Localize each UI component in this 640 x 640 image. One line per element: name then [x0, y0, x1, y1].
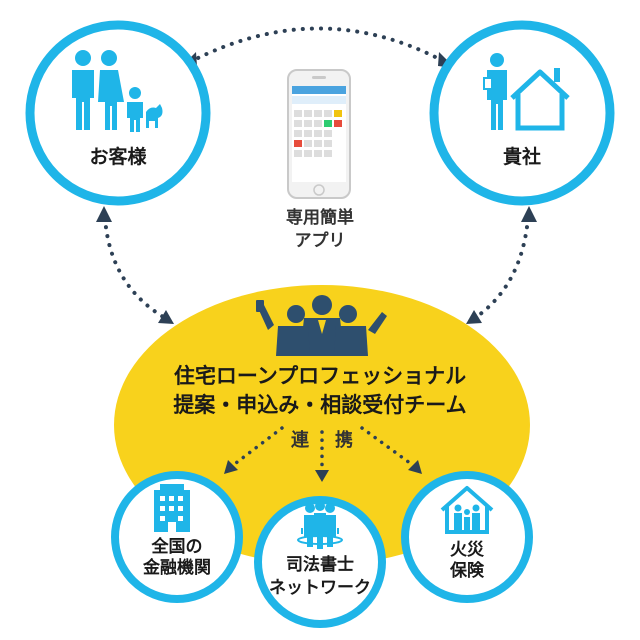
company-team-arrow [473, 216, 530, 320]
arrow-head-customer-bottom [158, 310, 174, 324]
team-title-line2: 提案・申込み・相談受付チーム [173, 393, 467, 417]
family-house-icon [440, 486, 494, 534]
partner-label-line1: 司法書士 [286, 555, 354, 575]
coop-arrow-head-center [315, 470, 329, 482]
customer-team-arrow [103, 216, 167, 320]
scrivener-circle [254, 496, 386, 628]
bank-circle [111, 471, 243, 603]
app-label-line2: アプリ [294, 231, 346, 251]
cooperation-arrows [230, 426, 416, 472]
group-icon [297, 501, 343, 549]
team-icon [256, 295, 387, 356]
building-icon [154, 484, 190, 532]
customer-company-arrow [188, 26, 447, 64]
partner-label-line2: ネットワーク [269, 578, 371, 598]
customer-circle [25, 20, 211, 206]
cooperation-label-right: 携 [335, 430, 353, 451]
arrow-head-company-bottom [466, 310, 482, 324]
smartphone-icon [287, 69, 351, 199]
coop-arrow-head-right [408, 460, 422, 474]
app-label-line1: 専用簡単 [286, 208, 354, 228]
arrow-head-company-top [521, 206, 537, 222]
partner-label-line1: 全国の [151, 537, 203, 557]
cooperation-label-left: 連 [291, 430, 309, 451]
house-icon [483, 53, 570, 131]
team-title-line1: 住宅ローンプロフェッショナル [173, 364, 467, 388]
arrow-head-customer-top [96, 206, 112, 222]
partner-label-line2: 金融機関 [143, 558, 211, 578]
company-circle [429, 20, 615, 206]
coop-arrow-head-left [224, 460, 238, 474]
insurance-circle [401, 471, 533, 603]
partner-label-line2: 保険 [450, 561, 484, 581]
company-label: 貴社 [502, 146, 541, 168]
customer-label: お客様 [89, 146, 147, 168]
family-icon [72, 50, 163, 132]
partner-label-line1: 火災 [450, 540, 484, 560]
